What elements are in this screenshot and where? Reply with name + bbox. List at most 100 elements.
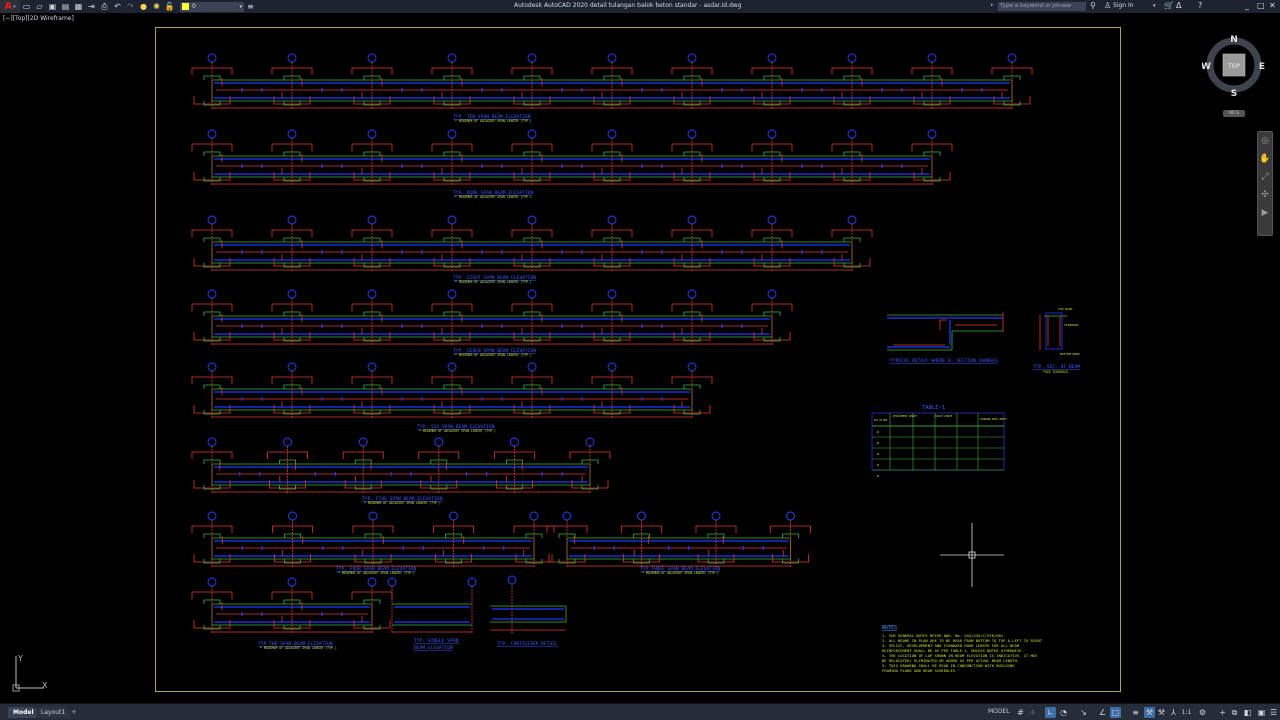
compass-east[interactable]: E bbox=[1259, 62, 1265, 72]
grid-bubble bbox=[687, 215, 697, 225]
print-icon[interactable]: ⎙ bbox=[101, 1, 108, 11]
compass-south[interactable]: S bbox=[1231, 89, 1237, 97]
plot-icon[interactable]: ▦ bbox=[74, 2, 83, 11]
polar-icon[interactable]: ◔ bbox=[1060, 708, 1067, 717]
redo-icon[interactable]: ↷ bbox=[127, 2, 134, 11]
grid-bubble bbox=[687, 289, 697, 299]
cantilever-detail: TYP. CANTILEVER DETAIL bbox=[490, 575, 567, 647]
grid-bubble bbox=[527, 53, 537, 63]
expand-arrow-icon[interactable]: ▸ bbox=[991, 2, 994, 8]
minimize-icon[interactable]: _ bbox=[1245, 1, 1249, 10]
tab-model[interactable]: Model bbox=[8, 707, 39, 718]
elevation-title: TYP. EIGHT SPAN BEAM ELEVATION bbox=[453, 275, 536, 281]
viewcube-face-label[interactable]: TOP bbox=[1227, 63, 1240, 70]
table-header: DEVELOPMENT LENGTH bbox=[893, 415, 917, 418]
undo-icon[interactable]: ↶ bbox=[114, 2, 121, 11]
beam-section-subtitle: *SEE SCHEDULE bbox=[1043, 370, 1068, 374]
grid-bubble bbox=[287, 362, 297, 372]
search-input[interactable]: Type a keyword or phrase bbox=[998, 2, 1086, 11]
save-icon[interactable]: ▣ bbox=[48, 2, 57, 11]
customization-menu-icon[interactable]: ☰ bbox=[1269, 708, 1278, 717]
binoculars-icon[interactable]: ⚲ bbox=[1090, 1, 1096, 10]
note-line: 4- THE LOCATION OF LAP SHOWN IN BEAM ELE… bbox=[882, 653, 1038, 658]
customize-toolbar-icon[interactable]: ≡ bbox=[247, 2, 254, 11]
isodraft-icon[interactable]: ∠ bbox=[1098, 708, 1107, 717]
table-header: SPLICE LENGTH bbox=[935, 415, 953, 418]
grid-bubble bbox=[207, 577, 217, 587]
plus-icon[interactable]: + bbox=[1219, 708, 1226, 717]
isolate-objects-icon[interactable]: ⧉ bbox=[1231, 708, 1238, 717]
elevation-note: * MINIMUM OF ADJACENT SPAN LENGTH (TYP.) bbox=[455, 280, 532, 284]
elevation-title: TYP.THREE SPAN BEAM ELEVATION bbox=[640, 566, 720, 572]
note-line: 5- THIS DRAWING SHALL BE READ IN CONJUNC… bbox=[882, 663, 1015, 668]
hardware-acceleration-icon[interactable]: ◧ bbox=[1243, 708, 1252, 717]
new-icon[interactable]: ▭ bbox=[22, 2, 31, 11]
table-cell: Ø bbox=[877, 473, 879, 478]
model-space-toggle[interactable]: MODEL bbox=[988, 708, 1010, 715]
viewcube-top-face[interactable] bbox=[1222, 53, 1246, 77]
lineweight-icon[interactable]: ≡ bbox=[1132, 708, 1139, 717]
object-snap-icon[interactable]: ▢ bbox=[1110, 707, 1121, 718]
section-change-detail: TYPICAL DETAIL WHERE B- SECTION CHANGES bbox=[887, 312, 1004, 364]
grid-bubble bbox=[767, 129, 777, 139]
grid-bubble bbox=[927, 129, 937, 139]
elevation-title: TYP. NINE SPAN BEAM ELEVATION bbox=[453, 190, 533, 196]
grid-bubble bbox=[367, 289, 377, 299]
notes-title: NOTES bbox=[882, 625, 897, 631]
grid-bubble bbox=[288, 511, 297, 521]
grid-icon[interactable]: # bbox=[1017, 708, 1024, 717]
lock-icon[interactable]: 🔓 bbox=[164, 2, 175, 11]
compass-west[interactable]: W bbox=[1202, 62, 1211, 72]
grid-bubble bbox=[367, 129, 377, 139]
close-icon[interactable]: ✕ bbox=[1269, 1, 1276, 10]
maximize-icon[interactable]: □ bbox=[1257, 1, 1265, 10]
ortho-icon[interactable]: ∟ bbox=[1045, 707, 1056, 718]
steering-wheel-icon[interactable]: ◎ bbox=[1261, 136, 1269, 146]
auto-scale-icon[interactable]: ⚒ bbox=[1157, 708, 1166, 717]
annotation-visibility-icon[interactable]: ⚒ bbox=[1144, 707, 1155, 718]
annotation-scale-icon[interactable]: ⅄ bbox=[1171, 708, 1176, 717]
top-bars-label: TOP BARS bbox=[1058, 307, 1073, 311]
table-row: Ø bbox=[877, 440, 879, 445]
tab-layout1[interactable]: Layout1 bbox=[36, 707, 71, 718]
add-layout-button[interactable]: + bbox=[71, 708, 77, 716]
wcs-menu[interactable]: WCS bbox=[1223, 110, 1245, 117]
elevation-note: * MINIMUM OF ADJACENT SPAN LENGTH (TYP.) bbox=[642, 571, 719, 575]
chevron-down-icon[interactable]: ▾ bbox=[1153, 3, 1156, 9]
ucs-x-label: X bbox=[42, 681, 48, 690]
orbit-icon[interactable]: ✣ bbox=[1261, 190, 1269, 200]
grid-bubble bbox=[287, 289, 297, 299]
grid-bubble bbox=[207, 289, 217, 299]
clean-screen-icon[interactable]: ▣ bbox=[1257, 708, 1266, 717]
cart-icon[interactable]: 🛒 bbox=[1164, 1, 1174, 10]
sun-icon[interactable]: ✺ bbox=[153, 2, 160, 11]
grid-bubble bbox=[367, 577, 377, 587]
user-icon[interactable]: ♙ bbox=[1104, 1, 1112, 10]
open-icon[interactable]: ▱ bbox=[36, 2, 43, 11]
showmotion-icon[interactable]: ▶ bbox=[1261, 208, 1269, 218]
notes-block: NOTES 1- FOR GENERAL NOTES REFER DWG. No… bbox=[882, 625, 1044, 673]
grid-bubble bbox=[287, 129, 297, 139]
layer-dropdown[interactable]: 0 ▾ bbox=[180, 1, 244, 12]
viewcube[interactable]: TOP N S E W bbox=[1202, 33, 1266, 97]
snap-icon[interactable]: ⁘ bbox=[1029, 708, 1036, 717]
pan-icon[interactable]: ✋ bbox=[1259, 154, 1271, 164]
osnap-tracking-icon[interactable]: ↘ bbox=[1080, 708, 1087, 717]
grid-bubble bbox=[529, 511, 539, 521]
viewport-controls[interactable]: [−][Top][2D Wireframe] bbox=[3, 15, 74, 22]
compass-north[interactable]: N bbox=[1230, 35, 1238, 45]
help-icon[interactable]: ? bbox=[1198, 1, 1203, 10]
zoom-extents-icon[interactable]: ⤢ bbox=[1261, 172, 1269, 182]
autodesk-a360-icon[interactable]: Δ bbox=[1176, 1, 1182, 10]
grid-bubble bbox=[767, 215, 777, 225]
workspace-gear-icon[interactable]: ⚙ bbox=[1198, 708, 1207, 717]
chevron-down-icon: ▾ bbox=[239, 3, 242, 10]
bulb-icon[interactable]: ● bbox=[140, 2, 147, 11]
save-as-icon[interactable]: ▤ bbox=[61, 2, 70, 11]
sign-in-button[interactable]: Sign In bbox=[1113, 2, 1134, 9]
scale-dropdown[interactable]: 1:1 bbox=[1181, 709, 1192, 716]
share-icon[interactable]: ⇥ bbox=[88, 2, 95, 11]
application-menu-button[interactable]: A▾ bbox=[0, 0, 20, 13]
note-line: 1- FOR GENERAL NOTES REFER DWG. No. XXX/… bbox=[882, 633, 1004, 638]
